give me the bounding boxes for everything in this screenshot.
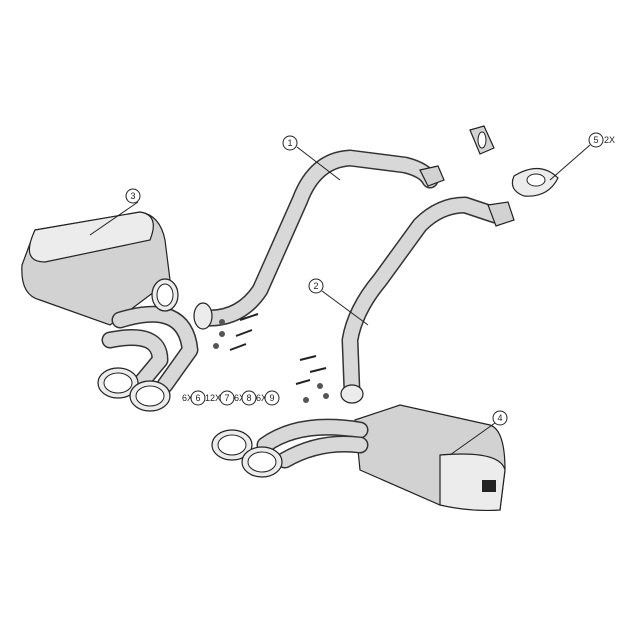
svg-text:9: 9 [269, 393, 274, 403]
callout-1: 1 [282, 135, 298, 151]
part-5-gasket [511, 167, 559, 197]
hardware-bolts [229, 313, 327, 385]
svg-text:7: 7 [224, 393, 229, 403]
svg-text:12X: 12X [205, 393, 221, 403]
svg-text:2: 2 [313, 281, 318, 291]
gasket-flange [469, 125, 495, 155]
svg-text:2X: 2X [604, 135, 615, 145]
part-3-muffler [21, 211, 199, 412]
part-1-pipe [193, 149, 445, 330]
callout-2: 2 [308, 278, 324, 294]
callout-5: 5 2X [588, 132, 615, 148]
svg-text:4: 4 [497, 413, 502, 423]
callout-4: 4 [492, 410, 508, 426]
svg-text:6X: 6X [182, 393, 193, 403]
svg-text:1: 1 [287, 138, 292, 148]
part-2-pipe [340, 196, 515, 404]
svg-text:6X: 6X [234, 393, 245, 403]
svg-text:6: 6 [195, 393, 200, 403]
brand-logo [482, 480, 496, 492]
svg-text:3: 3 [130, 191, 135, 201]
svg-text:6X: 6X [256, 393, 267, 403]
hardware-nuts [213, 319, 329, 403]
part-4-muffler [211, 404, 506, 512]
leader-lines [89, 144, 591, 456]
svg-text:5: 5 [593, 135, 598, 145]
svg-text:8: 8 [246, 393, 251, 403]
callout-3: 3 [125, 188, 141, 204]
